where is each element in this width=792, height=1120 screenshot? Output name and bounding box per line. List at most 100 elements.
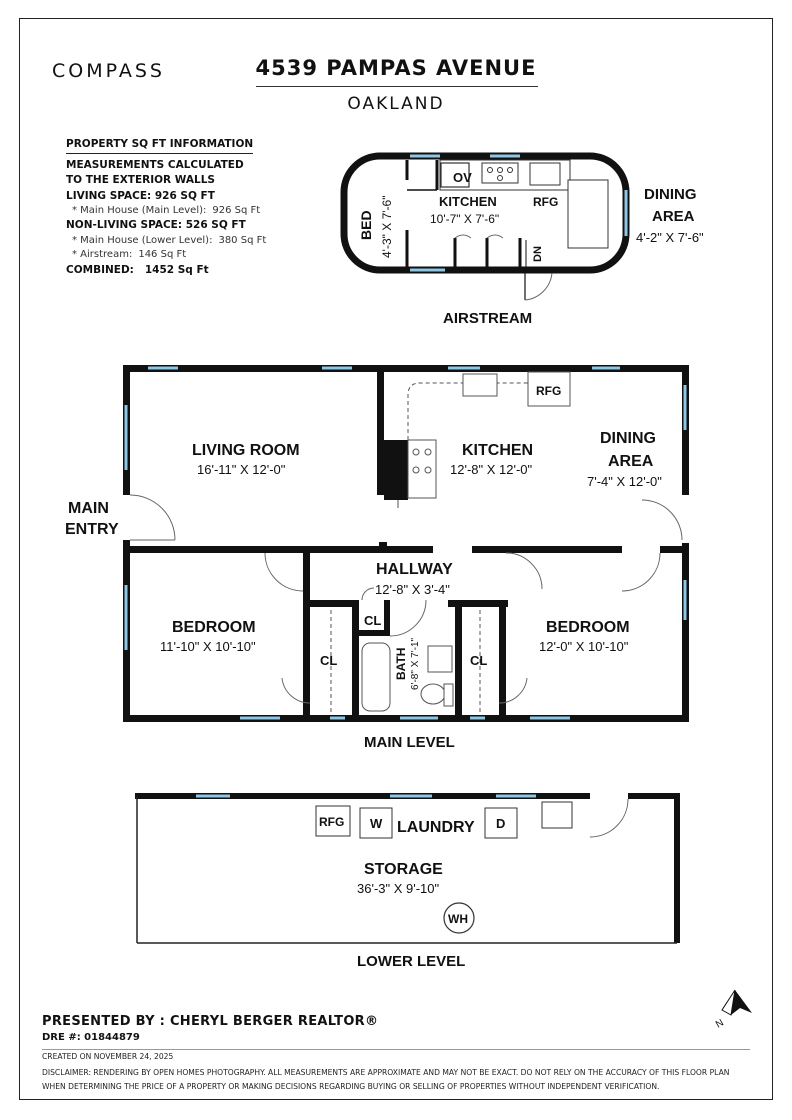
main-kitchen-dim: 12'-8" X 12'-0" — [450, 462, 533, 477]
nonliving-item-name: * Main House (Lower Level): — [72, 234, 213, 246]
lower-level-title: LOWER LEVEL — [357, 953, 465, 970]
main-dining-dim: 7'-4" X 12'-0" — [587, 474, 662, 489]
oven — [440, 162, 470, 188]
airstream-dining-label-line2: AREA — [652, 208, 695, 225]
storage-label: STORAGE — [364, 861, 443, 878]
laundry-sink — [541, 801, 573, 829]
kitchen-closet-label: CL — [388, 479, 403, 491]
north-label: N — [714, 1017, 726, 1030]
living-space-label: LIVING SPACE: 926 SQ FT — [66, 189, 215, 202]
water-heater-label: WH — [448, 912, 468, 926]
property-address: 4539 PAMPAS AVENUE — [255, 56, 537, 80]
combined-value: 1452 Sq Ft — [144, 263, 209, 276]
page-frame — [19, 18, 773, 1100]
hallway-dim: 12'-8" X 3'-4" — [375, 582, 450, 597]
address-divider — [256, 86, 538, 87]
main-entry-label-line1: MAIN — [68, 500, 109, 517]
main-windows — [124, 366, 687, 720]
airstream-plan: OV RFG KITCHEN 10'-7" X 7'-6" BED 4'-3" … — [340, 152, 704, 327]
dryer-label: D — [496, 816, 505, 831]
nonliving-item-value: 380 Sq Ft — [218, 234, 267, 246]
airstream-title: AIRSTREAM — [443, 310, 532, 327]
oven-label: OV — [453, 170, 472, 185]
bath-label: BATH — [394, 648, 408, 680]
main-level-plan: LIVING ROOM 16'-11" X 12'-0" KITCHEN 12'… — [65, 365, 689, 751]
created-date: CREATED ON NOVEMBER 24, 2025 — [42, 1052, 174, 1061]
bedroom2-closet-label: CL — [470, 653, 487, 668]
disclaimer: DISCLAIMER: RENDERING BY OPEN HOMES PHOT… — [42, 1066, 754, 1095]
airstream-dining-label-line1: DINING — [644, 186, 697, 203]
main-kitchen-fixtures — [397, 371, 571, 508]
wall-stub — [379, 542, 387, 546]
bedroom1-dim: 11'-10" X 10'-10" — [160, 639, 256, 654]
living-item: * Main House (Main Level): 926 Sq Ft — [66, 204, 266, 219]
washer-label: W — [370, 816, 383, 831]
airstream-dn-label: DN — [532, 246, 544, 262]
airstream-rfg-label: RFG — [533, 195, 558, 209]
presented-by: PRESENTED BY : CHERYL BERGER REALTOR® — [42, 1014, 379, 1029]
hall-closet-label: CL — [364, 613, 381, 628]
bath-fixtures — [330, 610, 481, 712]
nonliving-item: * Main House (Lower Level): 380 Sq Ft — [66, 234, 266, 249]
sink — [529, 162, 561, 186]
calc-note-line1: MEASUREMENTS CALCULATED — [66, 159, 244, 172]
burner — [497, 167, 503, 173]
disclaimer-line2: WHEN DETERMINING THE PRICE OF A PROPERTY… — [42, 1082, 660, 1092]
hallway-label: HALLWAY — [376, 561, 453, 578]
combined-label: COMBINED: — [66, 263, 134, 276]
dining-table — [567, 179, 609, 249]
nonliving-space-label: NON-LIVING SPACE: 526 SQ FT — [66, 219, 246, 232]
sqft-info-panel: PROPERTY SQ FT INFORMATION MEASUREMENTS … — [66, 137, 266, 278]
living-room-dim: 16'-11" X 12'-0" — [197, 462, 286, 477]
bedroom2-dim: 12'-0" X 10'-10" — [539, 639, 629, 654]
airstream-bed-dim: 4'-3" X 7'-6" — [380, 196, 394, 258]
burner — [497, 175, 503, 181]
lower-walls — [135, 793, 680, 943]
dryer — [484, 807, 518, 839]
sqft-info-heading: PROPERTY SQ FT INFORMATION — [66, 137, 254, 155]
combined-line: COMBINED: 1452 Sq Ft — [66, 263, 266, 278]
nonliving-item-name: * Airstream: — [72, 249, 133, 261]
nonliving-item: * Airstream: 146 Sq Ft — [66, 248, 266, 263]
main-dining-label-line1: DINING — [600, 430, 656, 447]
main-kitchen-label: KITCHEN — [462, 442, 533, 459]
door-swing — [524, 272, 553, 301]
bath-dim: 6'-8" X 7'-1" — [410, 637, 421, 690]
footer-divider — [42, 1049, 750, 1050]
storage-dim: 36'-3" X 9'-10" — [357, 881, 440, 896]
dre-number: DRE #: 01844879 — [42, 1032, 140, 1043]
compass-rose: N — [714, 989, 752, 1031]
main-dining-label-line2: AREA — [608, 453, 654, 470]
main-doors — [129, 494, 683, 704]
airstream-kitchen-label: KITCHEN — [439, 194, 497, 209]
washer — [359, 807, 393, 839]
lower-door — [589, 798, 629, 838]
lower-rfg-label: RFG — [319, 815, 344, 829]
burner — [507, 167, 513, 173]
laundry-label: LAUNDRY — [397, 819, 475, 836]
bedroom1-closet-label: CL — [320, 653, 337, 668]
bedroom2-label: BEDROOM — [546, 619, 630, 636]
burner — [487, 167, 493, 173]
disclaimer-line1: DISCLAIMER: RENDERING BY OPEN HOMES PHOT… — [42, 1068, 730, 1077]
kitchen-counter — [439, 159, 571, 191]
living-room-label: LIVING ROOM — [192, 442, 300, 459]
compass-logo: COMPASS — [52, 60, 165, 82]
property-city: OAKLAND — [347, 94, 445, 114]
main-rfg-label: RFG — [536, 384, 561, 398]
north-arrow-icon — [731, 990, 752, 1015]
airstream-dining-dim: 4'-2" X 7'-6" — [636, 230, 704, 245]
nonliving-item-value: 146 Sq Ft — [138, 249, 187, 261]
bedroom1-label: BEDROOM — [172, 619, 256, 636]
airstream-bed-label: BED — [358, 210, 374, 240]
lower-rfg — [315, 805, 351, 837]
living-item-name: * Main House (Main Level): — [72, 204, 207, 216]
airstream-kitchen-dim: 10'-7" X 7'-6" — [430, 212, 499, 226]
main-level-title: MAIN LEVEL — [364, 734, 455, 751]
water-heater — [443, 902, 475, 934]
lower-level-plan: RFG W LAUNDRY D STORAGE 36'-3" X 9'-10" … — [135, 793, 680, 970]
main-entry-label-line2: ENTRY — [65, 521, 119, 538]
calc-note-line2: TO THE EXTERIOR WALLS — [66, 174, 215, 187]
living-item-value: 926 Sq Ft — [212, 204, 261, 216]
